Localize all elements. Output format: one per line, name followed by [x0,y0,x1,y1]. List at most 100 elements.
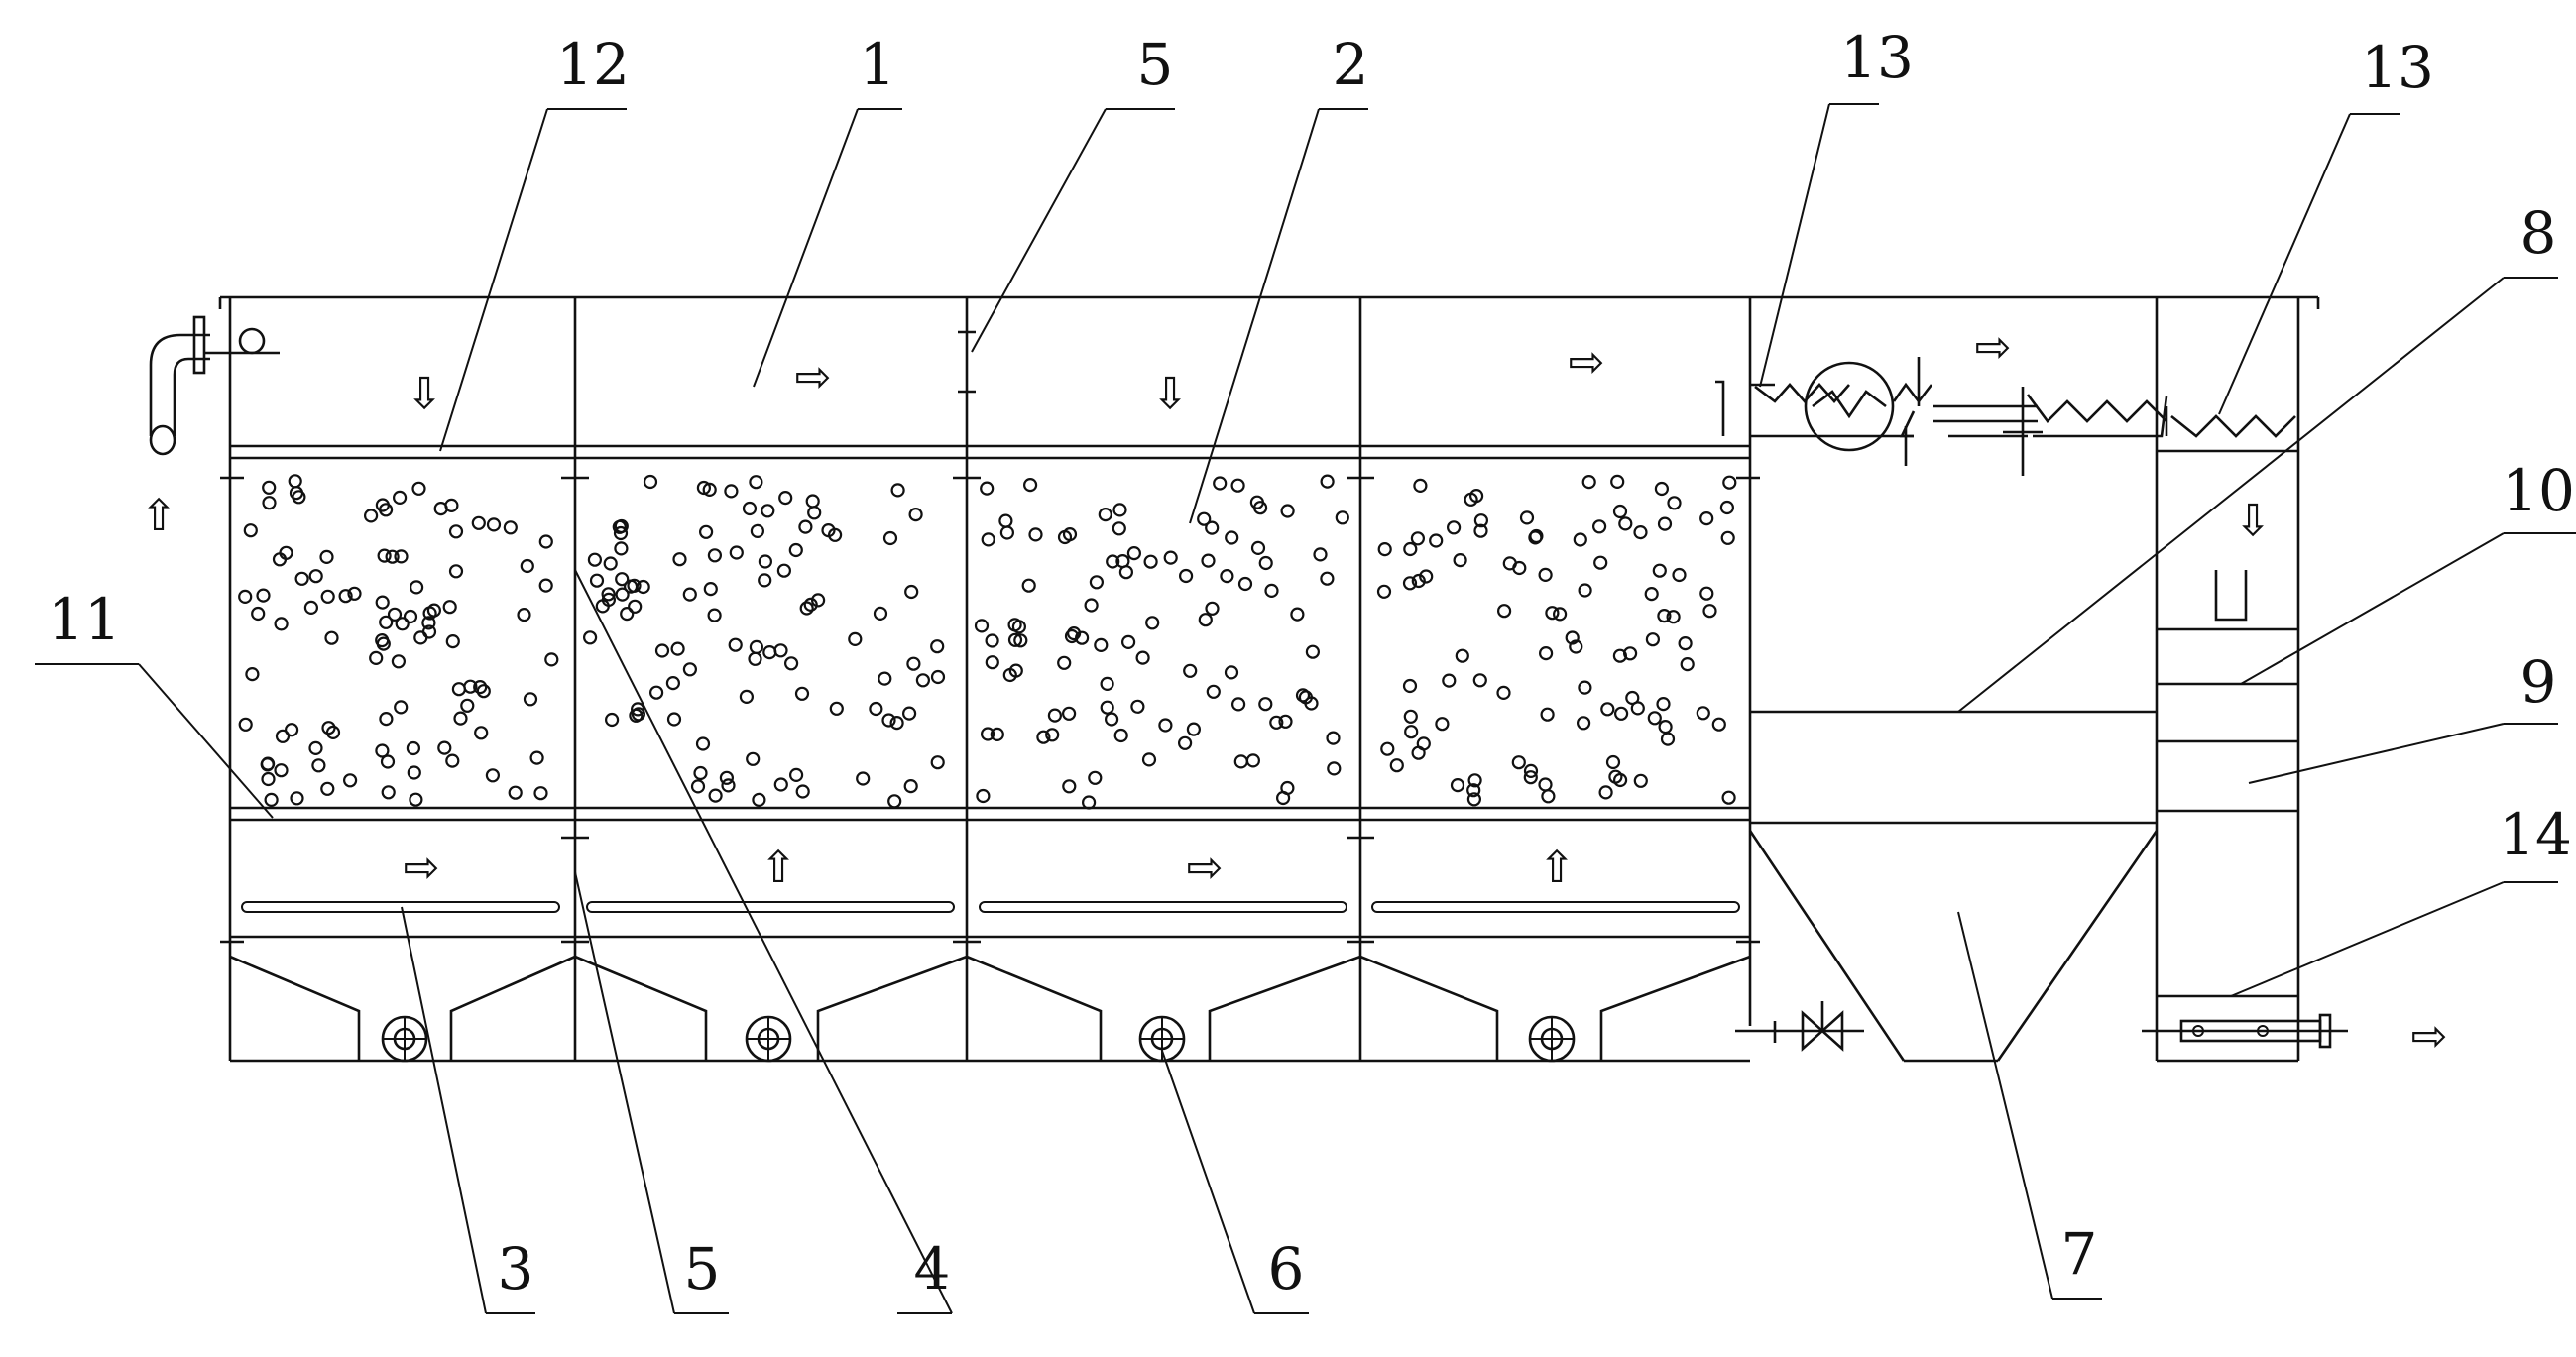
carrier-bead [1466,783,1481,798]
carrier-bead [1625,690,1640,706]
carrier-bead [1612,772,1628,788]
carrier-bead [1680,656,1695,672]
carrier-bead [672,552,687,567]
carrier-bead [508,785,523,800]
carrier-bead [324,630,339,645]
carrier-bead [702,482,717,497]
label-9: 9 [2520,648,2557,716]
carrier-bead [1419,569,1434,584]
drain-valve-icon [1528,1015,1576,1063]
carrier-bead [901,706,917,721]
carrier-bead [762,644,777,660]
carrier-bead [1021,578,1036,593]
carrier-bead [613,525,629,541]
carrier-bead [752,792,766,808]
carrier-bead [1455,648,1469,663]
carrier-bead [631,707,646,722]
carrier-bead [788,542,803,558]
flow-arrow-down: ⇩ [1152,369,1189,419]
carrier-bead [783,656,799,671]
carrier-bead [369,650,384,666]
carrier-bead [904,584,919,600]
carrier-bead [1233,754,1248,769]
carrier-bead [848,631,863,647]
carrier-bead [693,765,708,781]
carrier-bead [238,717,253,732]
carrier-bead [1652,563,1667,578]
carrier-bead [915,673,931,688]
carrier-bead [985,655,999,670]
carrier-bead [1502,556,1517,571]
carrier-bead [343,773,358,788]
carrier-bead [1062,526,1078,542]
carrier-bead [795,784,810,799]
carrier-bead [476,684,491,699]
carrier-bead [379,711,394,727]
carrier-bead [1660,732,1676,746]
baffle-ticks [220,330,1760,944]
carrier-bead [890,483,905,498]
carrier-bead [1403,541,1418,557]
carrier-bead [889,715,904,731]
carrier-bead [1576,716,1591,731]
carrier-bead [604,712,620,728]
carrier-bead [1442,673,1457,688]
carrier-bead [274,763,289,778]
carrier-bead [394,549,409,564]
carrier-bead [285,723,299,737]
carrier-bead [698,524,714,539]
carrier-bead [308,740,323,756]
carrier-bead [648,685,664,700]
carrier-bead [1120,634,1136,650]
carrier-bead [630,702,645,717]
carrier-bead [1612,504,1628,519]
carrier-bead [930,755,945,770]
flow-arrow-right: ⇨ [1975,322,2012,373]
carrier-bead [1237,576,1253,592]
carrier-bead [260,757,275,772]
carrier-bead [1104,712,1119,727]
carrier-bead [696,480,712,496]
carrier-bead [395,617,410,631]
carrier-bead [1656,696,1671,712]
label-6: 6 [1268,1235,1305,1302]
carrier-bead [1657,608,1672,623]
sludge-hoppers [229,955,1751,1061]
carrier-bead [985,633,999,648]
carrier-bead [1036,730,1051,744]
label-5-top: 5 [1137,31,1174,98]
carrier-bead [1002,667,1017,683]
carrier-bead [1186,722,1202,736]
carrier-bead [321,721,336,735]
carrier-bead [1007,632,1023,647]
carrier-bead [1610,474,1625,489]
carrier-bead [238,589,253,605]
carrier-bead [1205,520,1220,535]
carrier-bead [1699,586,1714,601]
carrier-bead [474,726,489,740]
carrier-bead [264,792,279,808]
carrier-bead [1538,645,1554,661]
carrier-bead [882,530,898,546]
carrier-bead [517,607,531,622]
carrier-bead [290,791,304,806]
carrier-bead [748,651,762,666]
carrier-bead [589,573,605,588]
weir-overflow [1754,357,1933,466]
carrier-bead [1045,728,1060,742]
carrier-bead [411,481,426,496]
carrier-bead [707,548,723,563]
carrier-bead [595,599,610,614]
carrier-bead [1163,550,1178,565]
carrier-bead [799,601,814,616]
carrier-bead [930,639,945,654]
flow-arrow-right: ⇨ [1187,843,1224,893]
carrier-bead [262,480,277,495]
label-13-left: 13 [1840,24,1914,91]
carrier-bead [1013,633,1028,648]
carrier-bead [1403,709,1418,724]
carrier-bead [873,606,888,622]
carrier-bead [1523,763,1539,779]
carrier-bead [1644,586,1659,602]
carrier-bead [308,569,323,584]
